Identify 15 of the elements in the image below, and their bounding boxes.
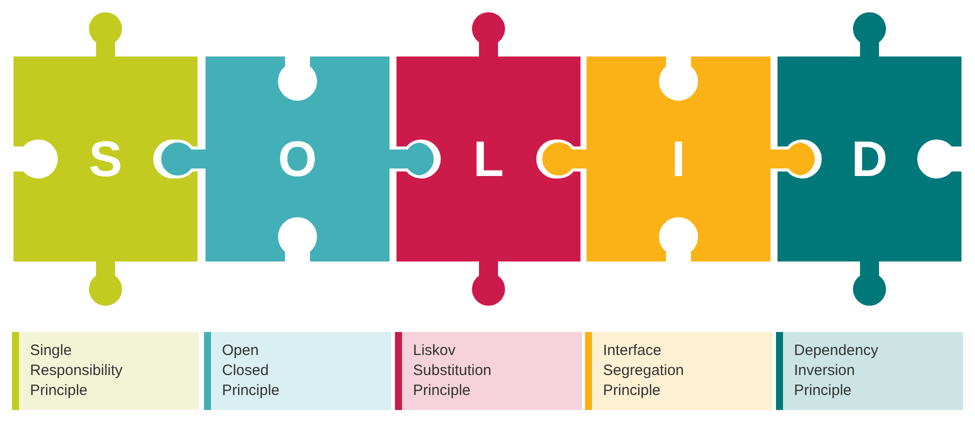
principle-card — [12, 332, 199, 410]
principle-name: Single Responsibility Principle — [30, 341, 123, 401]
principle-name: Interface Segregation Principle — [603, 341, 684, 401]
principle-card — [395, 332, 582, 410]
principle-name: Dependency Inversion Principle — [794, 341, 878, 401]
principle-card — [204, 332, 391, 410]
piece-letter: L — [473, 134, 504, 184]
principle-name: Open Closed Principle — [222, 341, 280, 401]
principle-card — [585, 332, 772, 410]
piece-letter: S — [88, 134, 122, 184]
piece-letter: D — [851, 134, 888, 184]
principle-card — [776, 332, 963, 410]
piece-letter: O — [278, 134, 317, 184]
principle-name: Liskov Substitution Principle — [413, 341, 492, 401]
piece-letter: I — [672, 134, 686, 184]
